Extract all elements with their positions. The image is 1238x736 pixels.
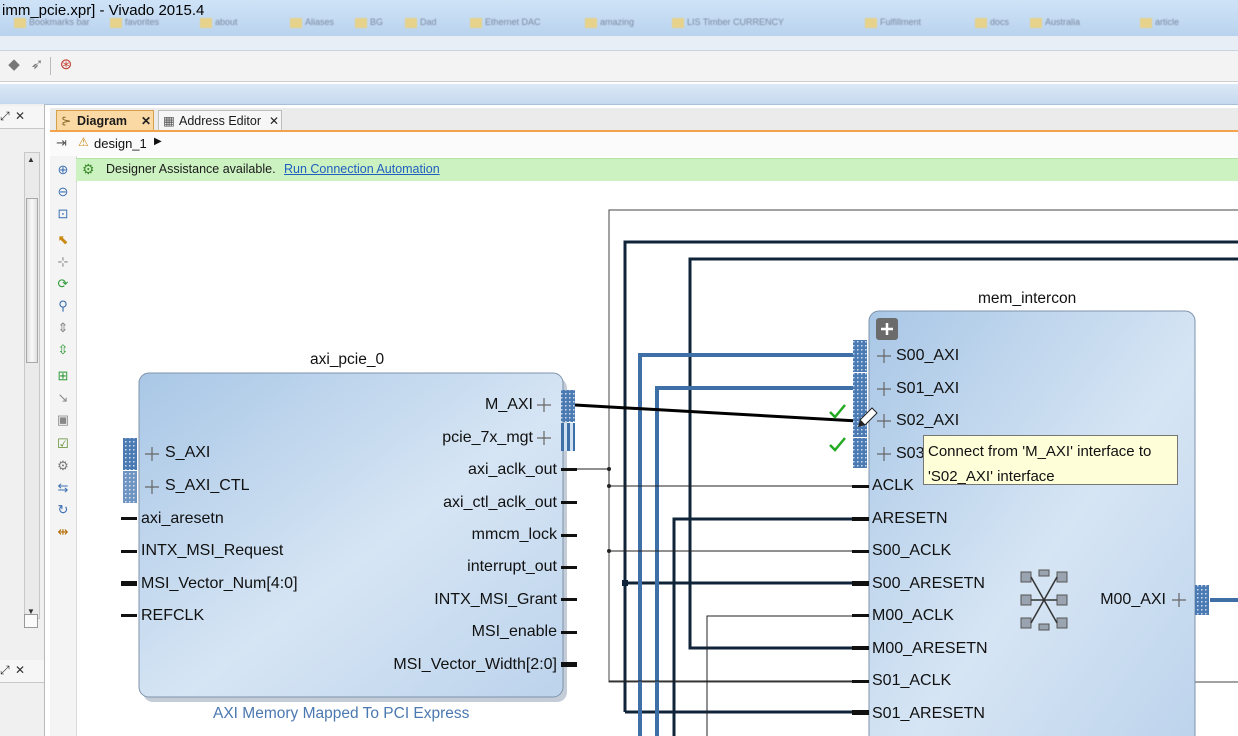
port-label: M00_AXI: [1100, 591, 1166, 609]
port-label: S_AXI_CTL: [165, 477, 249, 495]
connection-drag-line: [575, 405, 858, 421]
axi-pcie-caption: AXI Memory Mapped To PCI Express: [213, 705, 469, 723]
clock-wire: [575, 469, 868, 486]
mem-intercon-instance-name: mem_intercon: [978, 290, 1076, 308]
port-label: M00_ACLK: [872, 607, 954, 625]
port-label: interrupt_out: [467, 558, 557, 576]
port-label: S03: [896, 445, 924, 463]
net-wire: [674, 519, 868, 736]
port-label: M_AXI: [485, 396, 533, 414]
tooltip-line: 'S02_AXI' interface: [928, 464, 1173, 489]
s-axi-bus-connector[interactable]: [123, 438, 137, 470]
port-label: INTX_MSI_Request: [141, 542, 283, 560]
tooltip-line: Connect from 'M_AXI' interface to: [928, 439, 1173, 464]
axi-bus-wire: [657, 388, 855, 736]
port-label: ARESETN: [872, 510, 948, 528]
port-label: ACLK: [872, 477, 914, 495]
m-axi-bus-connector[interactable]: [561, 390, 575, 422]
port-label: M00_ARESETN: [872, 640, 988, 658]
port-label: REFCLK: [141, 607, 204, 625]
port-label: S00_AXI: [896, 347, 959, 365]
port-label: MSI_enable: [472, 623, 557, 641]
axi-bus-wire: [640, 355, 855, 736]
port-label: MSI_Vector_Num[4:0]: [141, 575, 298, 593]
check-icon: [830, 405, 845, 417]
port-label: axi_aclk_out: [468, 461, 557, 479]
port-label: INTX_MSI_Grant: [434, 591, 557, 609]
port-label: S01_ACLK: [872, 672, 951, 690]
clock-wire: [707, 616, 868, 736]
port-label: S_AXI: [165, 444, 210, 462]
port-label: S00_ARESETN: [872, 575, 985, 593]
port-label: S00_ACLK: [872, 542, 951, 560]
port-label: mmcm_lock: [472, 526, 557, 544]
port-label: S02_AXI: [896, 412, 959, 430]
port-label: S01_AXI: [896, 380, 959, 398]
port-label: S01_ARESETN: [872, 705, 985, 723]
port-label: MSI_Vector_Width[2:0]: [393, 656, 557, 674]
port-label: axi_aresetn: [141, 510, 224, 528]
connection-tooltip: Connect from 'M_AXI' interface to 'S02_A…: [923, 435, 1178, 485]
s-axi-ctl-bus-connector[interactable]: [123, 471, 137, 503]
port-label: pcie_7x_mgt: [442, 429, 533, 447]
check-icon: [830, 438, 845, 450]
axi-pcie-instance-name: axi_pcie_0: [310, 351, 384, 369]
port-label: axi_ctl_aclk_out: [443, 494, 557, 512]
